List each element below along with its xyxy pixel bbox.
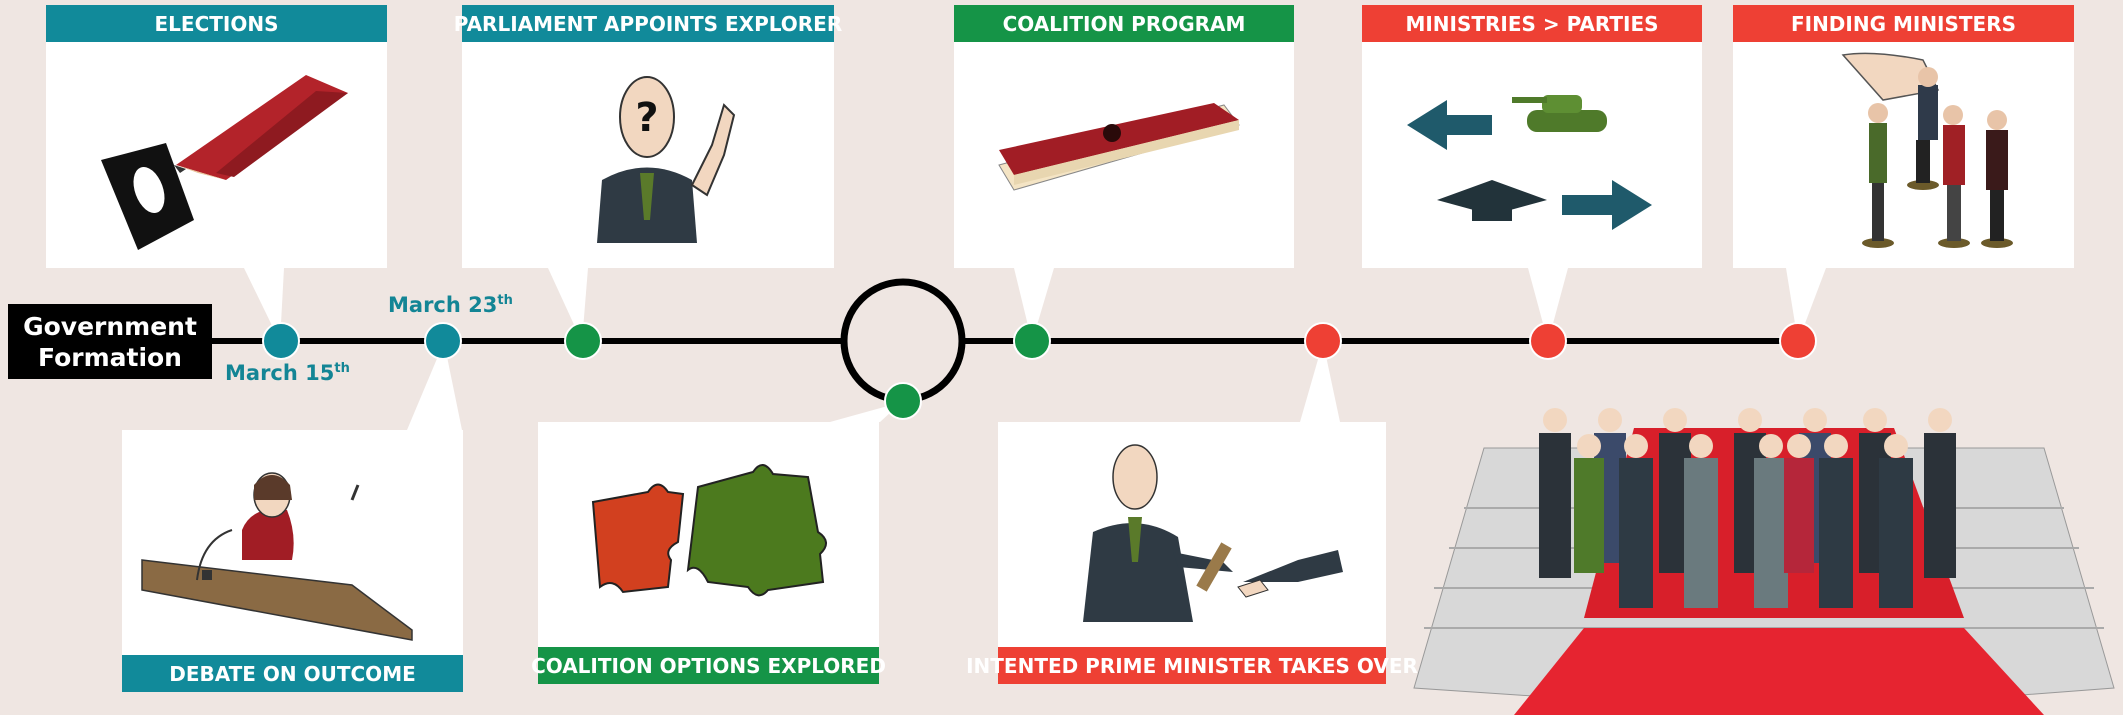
card-finding-title: FINDING MINISTERS bbox=[1733, 5, 2074, 42]
book-icon bbox=[998, 103, 1240, 191]
graduation-cap-icon bbox=[1437, 180, 1547, 221]
card-parliament: PARLIAMENT APPOINTS EXPLORER ? bbox=[454, 5, 842, 268]
card-takeover: INTENTED PRIME MINISTER TAKES OVER bbox=[966, 422, 1418, 684]
card-elections: ELECTIONS bbox=[46, 5, 387, 268]
node-finding bbox=[1779, 322, 1817, 360]
pointer-ministries bbox=[1528, 268, 1568, 342]
node-program bbox=[1013, 322, 1051, 360]
pencil-ballot-icon bbox=[101, 75, 348, 250]
figure-icon bbox=[1862, 103, 1894, 248]
arrow-left-icon bbox=[1407, 100, 1492, 150]
handover-icon bbox=[1083, 444, 1343, 622]
mystery-person-icon: ? bbox=[597, 76, 736, 243]
card-takeover-title: INTENTED PRIME MINISTER TAKES OVER bbox=[966, 647, 1418, 684]
figure-icon bbox=[1981, 110, 2013, 248]
pointer-program bbox=[1014, 268, 1054, 342]
svg-text:?: ? bbox=[635, 95, 658, 141]
node-takeover bbox=[1304, 322, 1342, 360]
node-parliament bbox=[564, 322, 602, 360]
hand-picking-figures-icon bbox=[1841, 52, 2013, 248]
puzzle-pieces-icon bbox=[591, 464, 827, 597]
ministers-group-illustration bbox=[1413, 408, 2115, 715]
card-options: COALITION OPTIONS EXPLORED bbox=[531, 422, 886, 684]
node-options bbox=[884, 382, 922, 420]
figure-icon bbox=[1907, 67, 1939, 190]
date-first: March 15th bbox=[225, 361, 350, 385]
tank-icon bbox=[1512, 95, 1607, 132]
node-elections bbox=[262, 322, 300, 360]
card-elections-title: ELECTIONS bbox=[46, 5, 387, 42]
node-ministries bbox=[1529, 322, 1567, 360]
title-line-2: Formation bbox=[38, 342, 182, 372]
card-debate-title: DEBATE ON OUTCOME bbox=[122, 655, 463, 692]
node-debate bbox=[424, 322, 462, 360]
card-program-title: COALITION PROGRAM bbox=[954, 5, 1294, 42]
pointer-debate bbox=[407, 342, 462, 430]
card-parliament-title: PARLIAMENT APPOINTS EXPLORER bbox=[454, 5, 842, 42]
card-options-title: COALITION OPTIONS EXPLORED bbox=[531, 647, 886, 684]
card-program: COALITION PROGRAM bbox=[954, 5, 1294, 268]
diagram-title: Government Formation bbox=[8, 304, 212, 379]
card-debate: DEBATE ON OUTCOME bbox=[122, 430, 463, 692]
date-first-day: March 15 bbox=[225, 361, 335, 385]
pointer-options bbox=[830, 402, 902, 422]
date-second-day: March 23 bbox=[388, 293, 498, 317]
card-ministries: MINISTRIES > PARTIES bbox=[1362, 5, 1702, 268]
minister-figures bbox=[1539, 408, 1956, 608]
title-line-1: Government bbox=[23, 311, 197, 341]
card-finding: FINDING MINISTERS bbox=[1733, 5, 2074, 268]
date-second-suffix: th bbox=[497, 293, 513, 308]
card-ministries-title: MINISTRIES > PARTIES bbox=[1362, 5, 1702, 42]
speaker-podium-icon bbox=[141, 472, 413, 641]
figure-icon bbox=[1938, 105, 1970, 248]
arrow-right-icon bbox=[1562, 180, 1652, 230]
pointer-takeover bbox=[1300, 342, 1340, 422]
ministry-symbols-icon bbox=[1407, 95, 1652, 230]
date-first-suffix: th bbox=[334, 361, 350, 376]
date-second: March 23th bbox=[388, 293, 513, 317]
